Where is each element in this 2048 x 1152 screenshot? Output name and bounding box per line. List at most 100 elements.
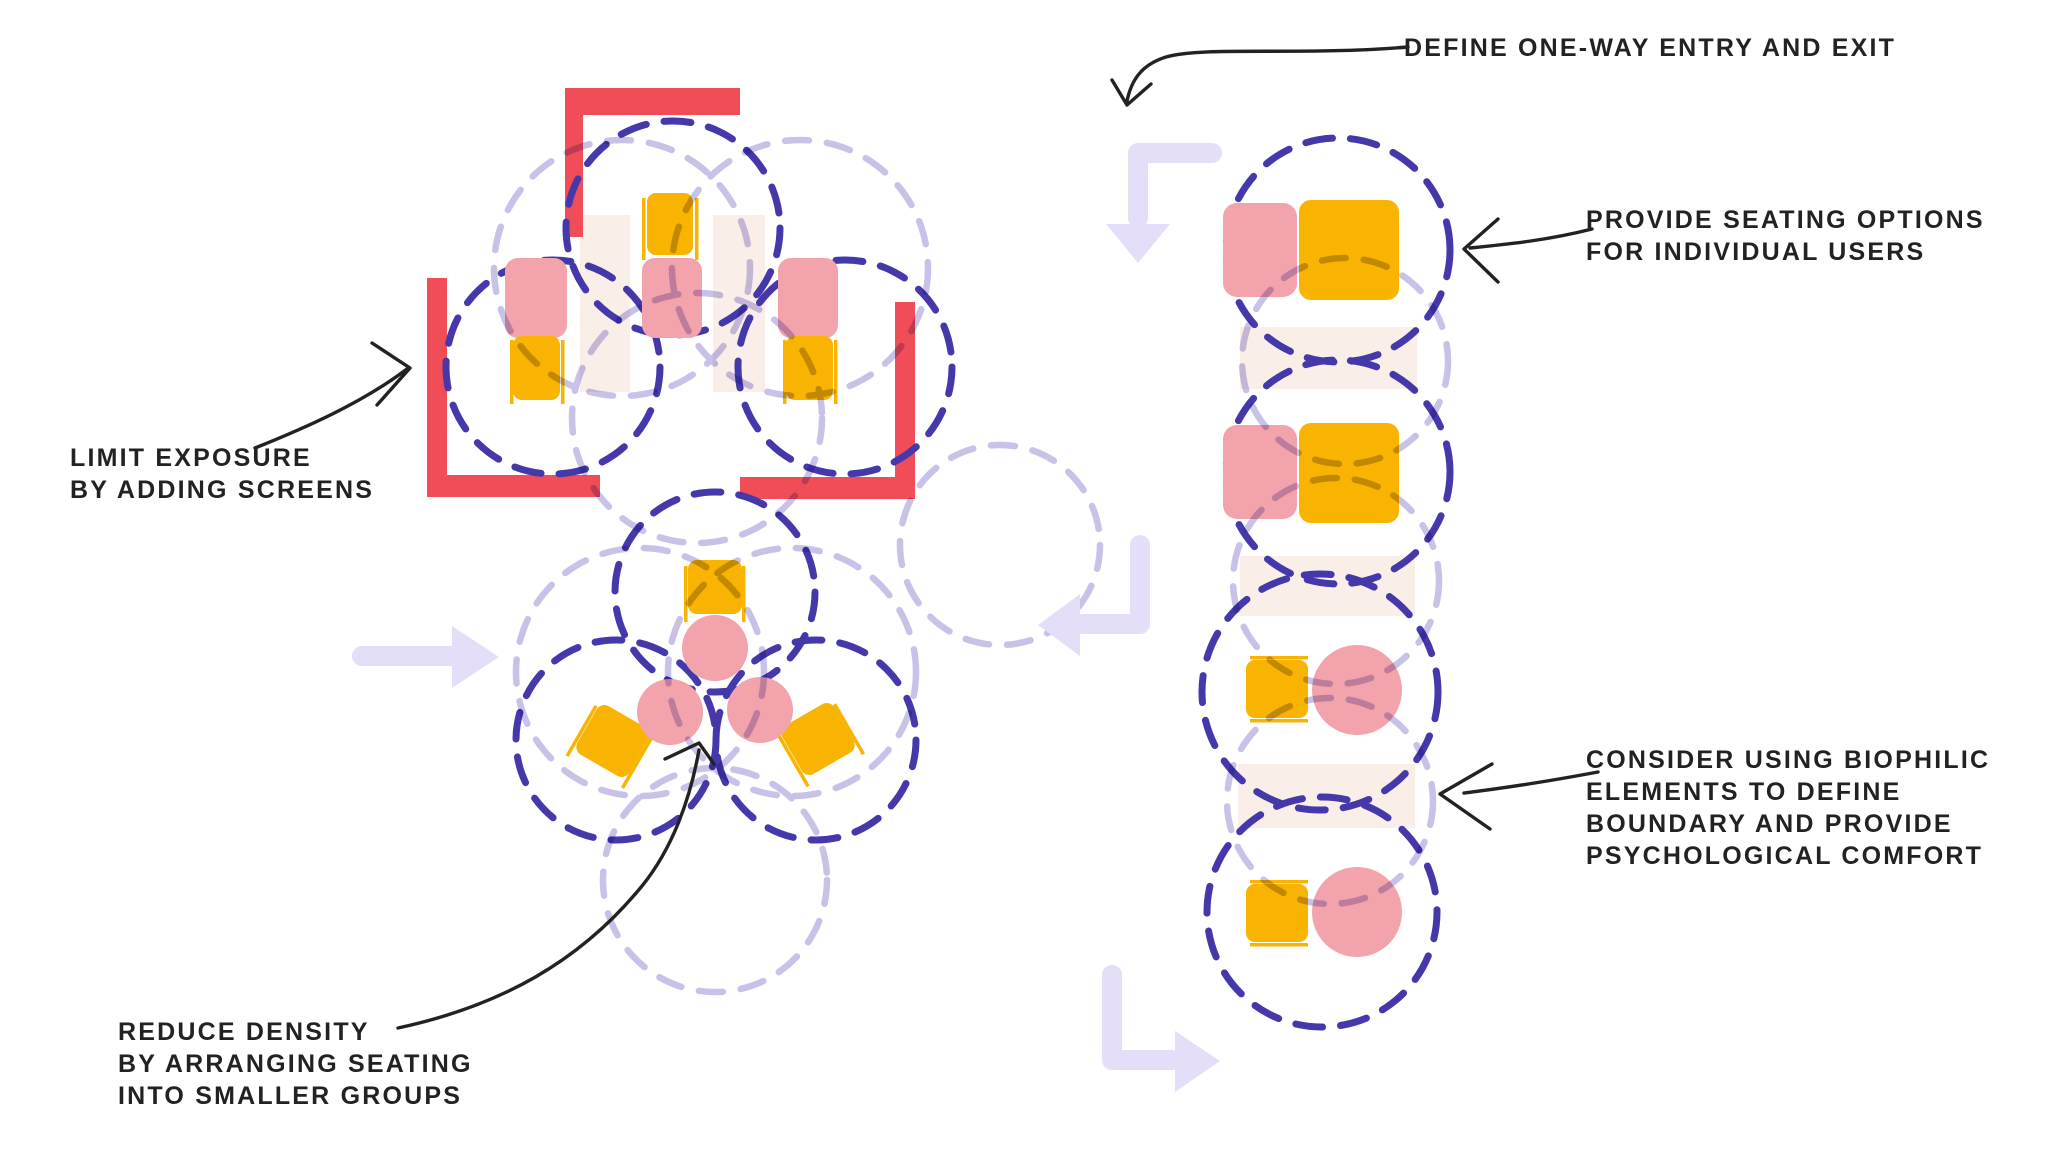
distance-circle <box>1222 134 1454 366</box>
annotation-line: PSYCHOLOGICAL COMFORT <box>1586 842 1984 870</box>
chair-arm <box>1250 880 1308 884</box>
chair-arm <box>1250 656 1308 660</box>
annotation-arrows <box>253 45 1600 1030</box>
annotation-entry-exit: DEFINE ONE-WAY ENTRY AND EXIT <box>1404 32 1896 64</box>
annotation-line: LIMIT EXPOSURE <box>70 444 312 472</box>
planters <box>580 215 1417 828</box>
seat-group <box>565 704 654 789</box>
side-table <box>1312 645 1402 735</box>
seat-group <box>1246 867 1402 957</box>
arrow-shaft <box>1462 770 1600 795</box>
lounge-chair <box>1299 200 1399 300</box>
side-table <box>727 677 793 743</box>
distance-circle <box>1222 356 1454 588</box>
annotation-arrow-seating-options-icon <box>1462 217 1594 284</box>
flow-arrows <box>352 143 1222 1092</box>
screen-right <box>740 302 915 499</box>
annotation-screens: LIMIT EXPOSURE BY ADDING SCREENS <box>70 442 374 506</box>
distance-circles-primary <box>442 117 1454 1031</box>
distance-circle-light <box>668 136 932 400</box>
distance-circle-light <box>1223 694 1437 908</box>
seat-cushion <box>778 258 838 338</box>
distance-circle-light <box>568 289 826 547</box>
flow-arrow-down-icon <box>1106 143 1222 263</box>
seat-cushion <box>505 258 567 338</box>
side-table <box>637 679 703 745</box>
distance-circle-light <box>1229 474 1443 688</box>
chair-arm <box>783 340 787 404</box>
side-table <box>682 615 748 681</box>
seat-cushion <box>1223 203 1297 297</box>
side-table <box>1312 867 1402 957</box>
distance-circle <box>734 256 956 478</box>
arrowhead <box>1462 217 1500 284</box>
distance-circles-secondary <box>490 136 1452 996</box>
distance-circle <box>611 488 819 696</box>
arrowhead <box>1438 762 1494 831</box>
flow-arrow-shaft <box>1102 965 1182 1070</box>
arrowhead <box>370 341 412 407</box>
annotation-line: BOUNDARY AND PROVIDE <box>1586 810 1953 838</box>
arrow-shaft <box>253 367 409 450</box>
chair-arm <box>1250 943 1308 947</box>
seat-group <box>1223 423 1399 523</box>
flow-arrowhead <box>1106 224 1170 263</box>
seat-group <box>682 560 748 681</box>
chair <box>1246 884 1308 942</box>
lounge-chair <box>1299 423 1399 523</box>
annotation-seating-options: PROVIDE SEATING OPTIONS FOR INDIVIDUAL U… <box>1586 204 1985 268</box>
seat-cushion <box>1223 425 1297 519</box>
arrow-shaft <box>396 748 701 1030</box>
distance-circle <box>712 636 920 844</box>
arrow-shaft <box>1125 45 1410 103</box>
annotation-biophilic: CONSIDER USING BIOPHILIC ELEMENTS TO DEF… <box>1586 744 1990 872</box>
annotation-line: INTO SMALLER GROUPS <box>118 1082 463 1110</box>
arrow-shaft <box>1468 227 1594 250</box>
chair-arm <box>742 566 746 622</box>
flow-arrow-shaft <box>1068 535 1150 634</box>
chair-arm <box>642 198 646 260</box>
screen-top <box>565 88 740 237</box>
seat-group <box>642 193 702 338</box>
distance-circle <box>1198 570 1442 814</box>
chair-arm <box>565 704 598 757</box>
chair <box>688 560 742 614</box>
chair <box>781 703 855 775</box>
seat-group <box>1246 645 1402 735</box>
chair <box>576 705 650 777</box>
annotation-arrow-entry-exit-icon <box>1110 45 1410 107</box>
annotation-line: ELEMENTS TO DEFINE <box>1586 778 1902 806</box>
arrowhead <box>1110 78 1153 107</box>
planter <box>580 215 630 392</box>
chair-arm <box>510 340 514 404</box>
chair-arm <box>695 198 699 260</box>
distance-circle <box>1203 793 1441 1031</box>
annotation-line: FOR INDIVIDUAL USERS <box>1586 238 1926 266</box>
flow-arrow-bend-right-icon <box>1102 965 1220 1092</box>
distance-circle-light <box>1238 254 1452 468</box>
chair <box>1246 660 1308 718</box>
flow-arrow-right-icon <box>352 626 499 688</box>
chair-arm <box>832 703 866 756</box>
distance-circle-light <box>599 764 831 996</box>
seating <box>505 193 1402 957</box>
annotation-density: REDUCE DENSITY BY ARRANGING SEATING INTO… <box>118 1016 473 1112</box>
chair <box>647 193 693 255</box>
annotation-line: CONSIDER USING BIOPHILIC <box>1586 746 1991 774</box>
annotation-arrow-density-icon <box>396 741 716 1030</box>
chair-arm <box>834 340 838 404</box>
annotation-line: BY ARRANGING SEATING <box>118 1050 473 1078</box>
seat-group <box>777 703 866 788</box>
seat-group <box>1223 200 1399 300</box>
chair-arm <box>777 735 810 788</box>
chair-arm <box>1250 719 1308 723</box>
flow-arrow-left-icon <box>1038 535 1150 656</box>
flow-arrow-shaft <box>1128 143 1222 228</box>
annotation-arrow-screens-icon <box>253 341 412 450</box>
chair-arm <box>561 340 565 404</box>
annotation-line: PROVIDE SEATING OPTIONS <box>1586 206 1985 234</box>
arrowhead <box>663 741 716 766</box>
annotation-line: BY ADDING SCREENS <box>70 476 375 504</box>
